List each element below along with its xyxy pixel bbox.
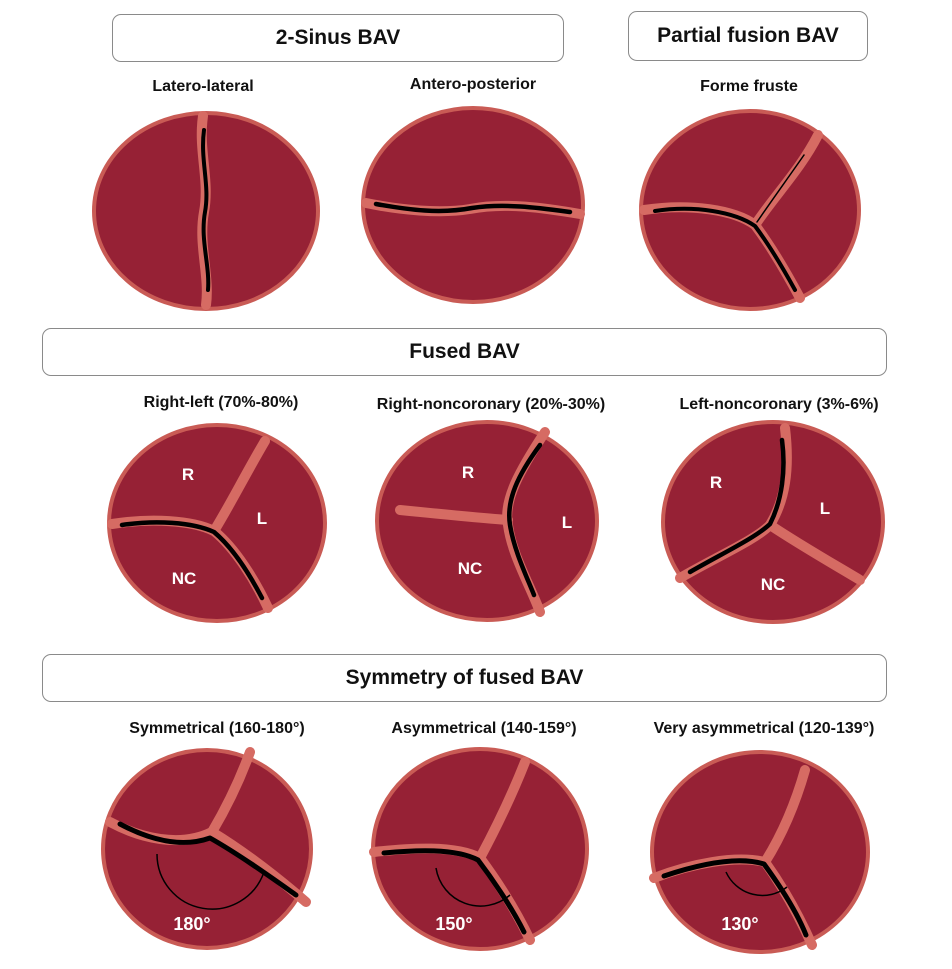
leaflet-label-l: L	[820, 499, 830, 518]
header-two-sinus-bav: 2-Sinus BAV	[112, 14, 564, 62]
coaptation-gap-thin	[756, 154, 805, 223]
valve-disc	[101, 748, 313, 950]
coaptation-gap	[661, 858, 809, 938]
angle-arc	[435, 867, 511, 907]
raphe-line	[475, 757, 530, 863]
valve-forme-fruste	[639, 109, 861, 311]
valve-label-asymmetrical: Asymmetrical (140-159°)	[391, 720, 577, 737]
coaptation-gap	[381, 848, 527, 935]
valve-antero-posterior	[361, 106, 585, 304]
valve-label-antero-posterior: Antero-posterior	[409, 76, 537, 93]
header-fused-bav: Fused BAV	[42, 328, 887, 376]
leaflet-label-nc: NC	[172, 569, 197, 588]
raphe-line	[207, 747, 255, 837]
valve-label-forme-fruste: Forme fruste	[700, 78, 798, 95]
valve-right-noncoronary: R L NC	[375, 420, 599, 622]
angle-arc	[156, 853, 265, 910]
raphe-line	[765, 520, 865, 585]
leaflet-label-l: L	[257, 509, 267, 528]
valve-latero-lateral	[92, 111, 320, 311]
valve-left-noncoronary: R L NC	[661, 420, 885, 624]
leaflet-label-nc: NC	[761, 575, 786, 594]
angle-label: 130°	[721, 914, 758, 934]
leaflet-label-nc: NC	[458, 559, 483, 578]
coaptation-gap	[373, 201, 573, 215]
valve-disc	[650, 750, 870, 954]
coaptation-gap	[119, 520, 265, 601]
leaflet-label-r: R	[710, 473, 722, 492]
raphe-line	[760, 765, 810, 867]
valve-label-latero-lateral: Latero-lateral	[152, 78, 254, 95]
coaptation-gap	[653, 206, 797, 292]
leaflet-label-l: L	[562, 513, 572, 532]
coaptation-gap	[687, 437, 786, 575]
header-partial-fusion-bav: Partial fusion BAV	[628, 11, 868, 61]
header-symmetry-of-fused-bav: Symmetry of fused BAV	[42, 654, 887, 702]
valve-asymmetrical: 150°	[369, 747, 589, 951]
valve-label-left-noncoronary: Left-noncoronary (3%-6%)	[679, 396, 879, 413]
valve-label-symmetrical: Symmetrical (160-180°)	[129, 720, 305, 737]
valve-label-right-left: Right-left (70%-80%)	[143, 394, 299, 411]
valve-label-very-asymmetrical: Very asymmetrical (120-139°)	[653, 720, 875, 737]
angle-label: 150°	[435, 914, 472, 934]
coaptation-gap	[117, 821, 299, 898]
coaptation-gap	[201, 128, 211, 292]
raphe-line	[395, 505, 513, 525]
angle-label: 180°	[173, 914, 210, 934]
valve-right-left: R L NC	[107, 423, 327, 623]
raphe-line	[209, 436, 270, 536]
valve-label-right-noncoronary: Right-noncoronary (20%-30%)	[376, 396, 606, 413]
coaptation-gap	[507, 442, 543, 598]
angle-arc	[725, 871, 788, 897]
valve-very-asymmetrical: 130°	[649, 750, 870, 954]
leaflet-label-r: R	[182, 465, 194, 484]
valve-symmetrical: 180°	[101, 747, 313, 950]
leaflet-label-r: R	[462, 463, 474, 482]
